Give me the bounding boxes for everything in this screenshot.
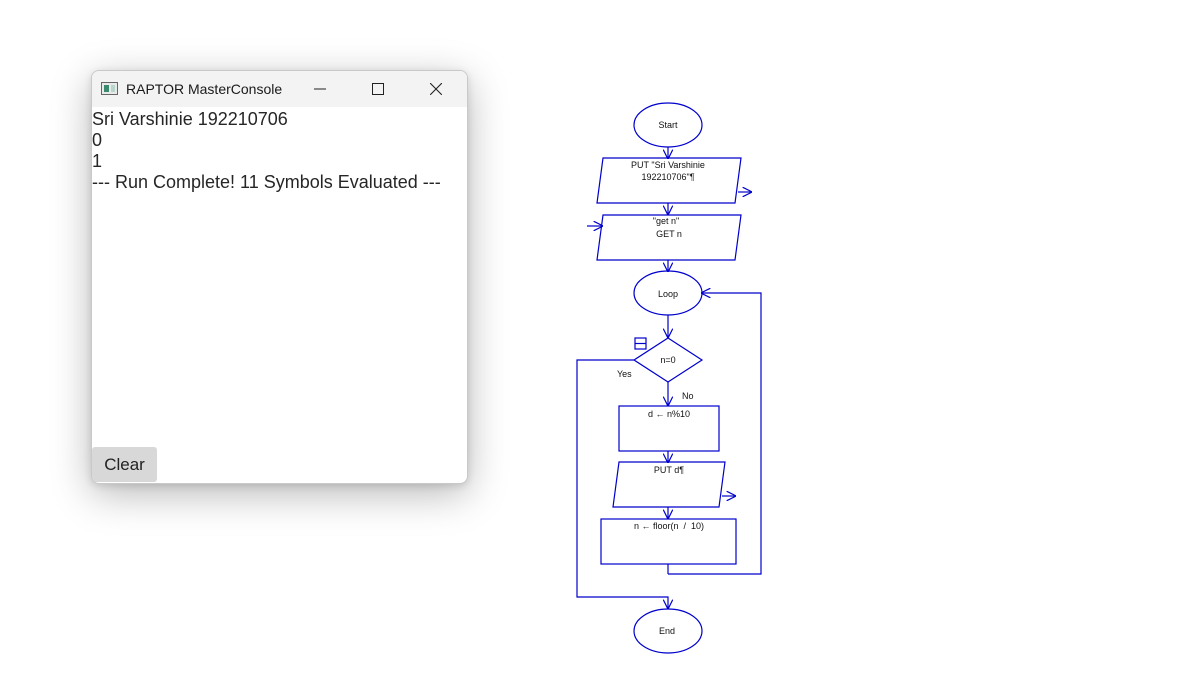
no-label: No [682,391,694,401]
condition-label: n=0 [660,355,675,365]
output-line: 1 [92,151,103,171]
output-symbol-name[interactable] [596,157,742,204]
master-console-window: RAPTOR MasterConsole Sri Varshinie 19221… [91,70,468,484]
output-line: 0 [92,130,103,150]
close-button[interactable] [407,71,465,107]
end-label: End [659,626,675,636]
yes-path [576,359,668,608]
output-symbol-d[interactable] [612,461,726,508]
close-icon [430,83,442,95]
put-d-label: PUT d¶ [654,465,684,475]
minimize-button[interactable] [291,71,349,107]
console-output: Sri Varshinie 192210706 0 1 --- Run Comp… [92,109,467,193]
maximize-icon [372,83,384,95]
maximize-button[interactable] [349,71,407,107]
end-terminal[interactable] [633,608,703,654]
loop-back-path [668,293,762,575]
window-title: RAPTOR MasterConsole [126,81,283,97]
title-bar[interactable]: RAPTOR MasterConsole [92,71,467,107]
output-line: Sri Varshinie 192210706 [92,109,288,129]
put-name-label-1: PUT "Sri Varshinie [631,160,705,170]
raptor-app-icon [101,82,118,95]
yes-label: Yes [617,369,632,379]
output-line: --- Run Complete! 11 Symbols Evaluated -… [92,172,441,192]
assignment-d[interactable] [618,405,720,452]
get-var-label: GET n [656,229,682,239]
minimize-icon [314,88,326,90]
assign-n-label: n ← floor(n / 10) [634,521,704,531]
get-prompt-label: "get n" [653,216,679,226]
start-label: Start [658,120,678,130]
loop-label: Loop [658,289,678,299]
clear-button[interactable]: Clear [92,447,157,482]
input-symbol-get-n[interactable] [596,214,742,261]
assign-d-label: d ← n%10 [648,409,690,419]
put-name-label-2: 192210706"¶ [641,172,694,182]
